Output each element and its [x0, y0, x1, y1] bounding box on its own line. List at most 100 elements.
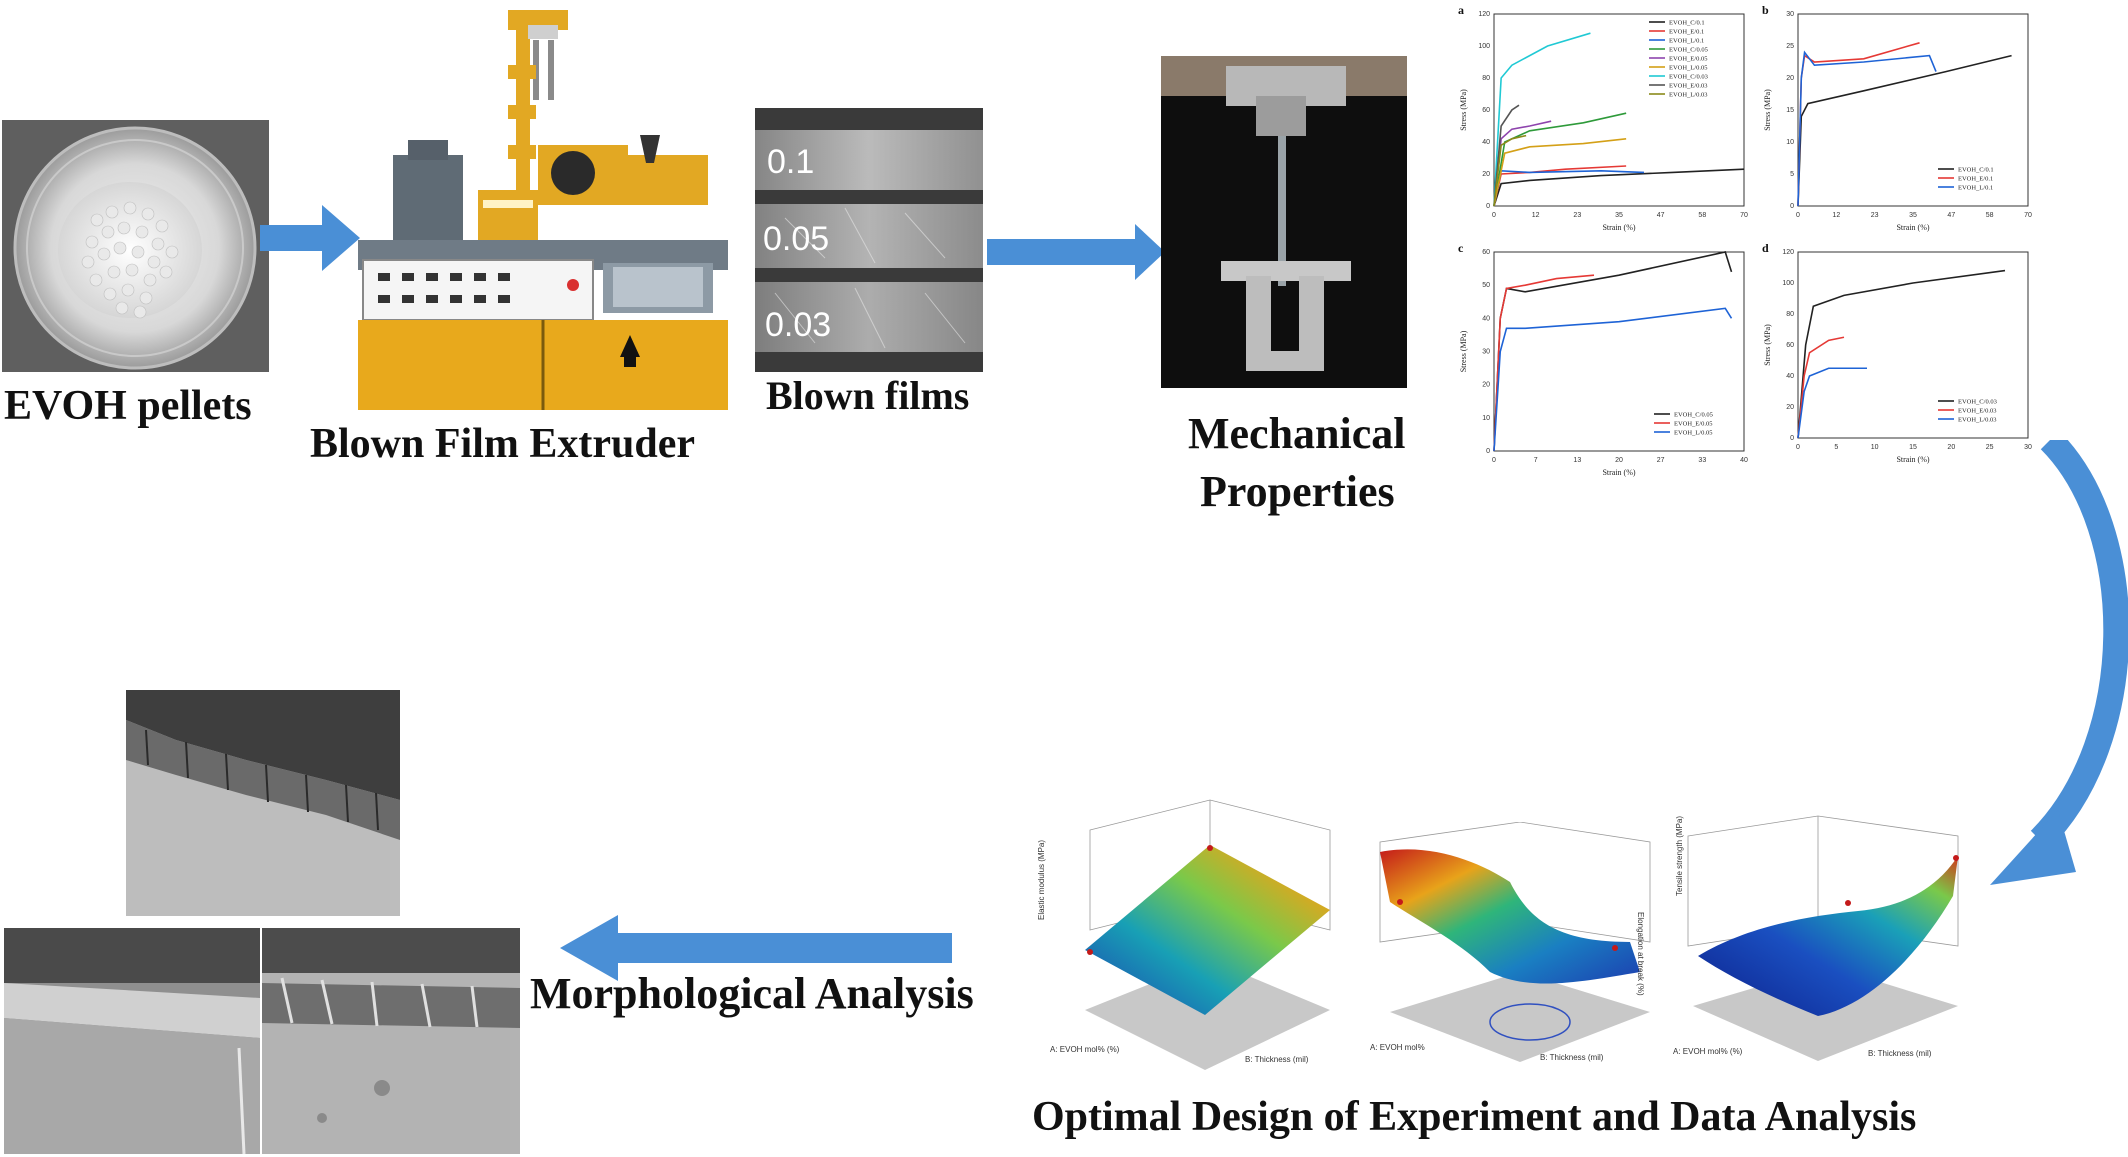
y-axis-label: Stress (MPa) [1763, 89, 1772, 131]
x-tick-label: 7 [1534, 457, 1538, 464]
series-line [1493, 112, 1627, 207]
legend-label: EVOH_E/0.1 [1958, 176, 1993, 183]
x-tick-label: 70 [1740, 212, 1748, 219]
sem-image-bottom-left [4, 928, 260, 1154]
series-line [1493, 138, 1627, 207]
response-surface-3: Tensile strength (MPa) A: EVOH mol% (%) … [1668, 806, 1968, 1072]
x-tick-label: 23 [1871, 212, 1879, 219]
series-line [1493, 307, 1733, 452]
surface-1-ylabel: B: Thickness (mil) [1245, 1055, 1309, 1064]
legend-label: EVOH_L/0.1 [1669, 38, 1704, 45]
panel-label: b [1762, 3, 1769, 17]
series-line [1797, 50, 1937, 207]
x-axis-label: Strain (%) [1896, 223, 1929, 232]
series-line [1797, 54, 2012, 207]
plot-frame [1493, 13, 1745, 207]
arrow-right-icon [987, 224, 1165, 280]
panel-label: d [1762, 241, 1769, 255]
y-tick-label: 25 [1786, 43, 1794, 50]
arrow-right-icon [260, 205, 360, 271]
mechanical-properties-label-1: Mechanical [1188, 409, 1406, 458]
y-tick-label: 60 [1482, 107, 1490, 114]
legend-label: EVOH_E/0.03 [1958, 408, 1996, 415]
x-tick-label: 20 [1615, 457, 1623, 464]
x-tick-label: 12 [1832, 212, 1840, 219]
mechanical-properties-label-2: Properties [1200, 467, 1395, 516]
legend-label: EVOH_L/0.05 [1674, 430, 1712, 437]
x-tick-label: 47 [1947, 212, 1955, 219]
y-tick-label: 80 [1786, 311, 1794, 318]
plot-frame [1797, 13, 2029, 207]
y-axis-label: Stress (MPa) [1459, 89, 1468, 131]
evoh-pellets-label: EVOH pellets [4, 383, 252, 429]
y-tick-label: 120 [1782, 249, 1794, 256]
surface-2-zlabel: Elongation at break (%) [1636, 912, 1645, 996]
plot-frame [1797, 251, 2029, 439]
x-tick-label: 58 [1986, 212, 1994, 219]
optimal-design-label: Optimal Design of Experiment and Data An… [1032, 1094, 1917, 1140]
series-line [1797, 42, 1920, 207]
y-tick-label: 5 [1790, 171, 1794, 178]
legend-label: EVOH_L/0.03 [1958, 417, 1996, 424]
y-tick-label: 40 [1786, 373, 1794, 380]
legend-label: EVOH_E/0.05 [1669, 56, 1707, 63]
x-tick-label: 10 [1871, 444, 1879, 451]
surface-2-xlabel: A: EVOH mol% [1370, 1043, 1425, 1052]
y-tick-label: 20 [1482, 171, 1490, 178]
y-tick-label: 20 [1482, 382, 1490, 389]
y-tick-label: 15 [1786, 107, 1794, 114]
y-axis-label: Stress (MPa) [1459, 330, 1468, 372]
x-tick-label: 70 [2024, 212, 2032, 219]
y-tick-label: 100 [1478, 43, 1490, 50]
y-tick-label: 120 [1478, 11, 1490, 18]
surface-3-zlabel: Tensile strength (MPa) [1675, 816, 1684, 896]
sem-image-bottom-right [262, 928, 520, 1154]
x-tick-label: 20 [1947, 444, 1955, 451]
legend-label: EVOH_C/0.05 [1669, 47, 1708, 54]
x-tick-label: 23 [1573, 212, 1581, 219]
x-axis-label: Strain (%) [1896, 455, 1929, 464]
film-thickness-0.03: 0.03 [765, 306, 832, 344]
series-line [1493, 168, 1745, 207]
surface-1-xlabel: A: EVOH mol% (%) [1050, 1045, 1120, 1054]
y-tick-label: 0 [1790, 203, 1794, 210]
y-tick-label: 10 [1786, 139, 1794, 146]
arrow-left-icon [560, 915, 952, 981]
x-tick-label: 5 [1834, 444, 1838, 451]
y-tick-label: 0 [1486, 448, 1490, 455]
x-tick-label: 0 [1796, 444, 1800, 451]
y-tick-label: 50 [1482, 282, 1490, 289]
x-axis-label: Strain (%) [1602, 468, 1635, 477]
y-tick-label: 40 [1482, 315, 1490, 322]
legend-label: EVOH_C/0.03 [1958, 399, 1997, 406]
legend-label: EVOH_L/0.1 [1958, 185, 1993, 192]
y-tick-label: 0 [1486, 203, 1490, 210]
x-tick-label: 13 [1573, 457, 1581, 464]
legend-label: EVOH_C/0.1 [1958, 167, 1994, 174]
sem-image-top [126, 690, 400, 916]
x-tick-label: 58 [1698, 212, 1706, 219]
series-line [1797, 367, 1867, 439]
x-tick-label: 40 [1740, 457, 1748, 464]
panel-label: c [1458, 241, 1464, 255]
blown-film-extruder-label: Blown Film Extruder [310, 421, 695, 467]
x-axis-label: Strain (%) [1602, 223, 1635, 232]
y-tick-label: 30 [1482, 349, 1490, 356]
y-tick-label: 20 [1786, 75, 1794, 82]
surface-1-zlabel: Elastic modulus (MPa) [1037, 840, 1046, 920]
legend-label: EVOH_C/0.03 [1669, 74, 1708, 81]
x-tick-label: 35 [1615, 212, 1623, 219]
x-tick-label: 30 [2024, 444, 2032, 451]
series-line [1493, 32, 1591, 207]
blown-films-photo: 0.1 0.05 0.03 [755, 108, 983, 372]
series-line [1493, 169, 1645, 207]
y-tick-label: 100 [1782, 280, 1794, 287]
x-tick-label: 12 [1532, 212, 1540, 219]
blown-films-label: Blown films [766, 373, 970, 418]
x-tick-label: 27 [1657, 457, 1665, 464]
surface-3-ylabel: B: Thickness (mil) [1868, 1049, 1932, 1058]
